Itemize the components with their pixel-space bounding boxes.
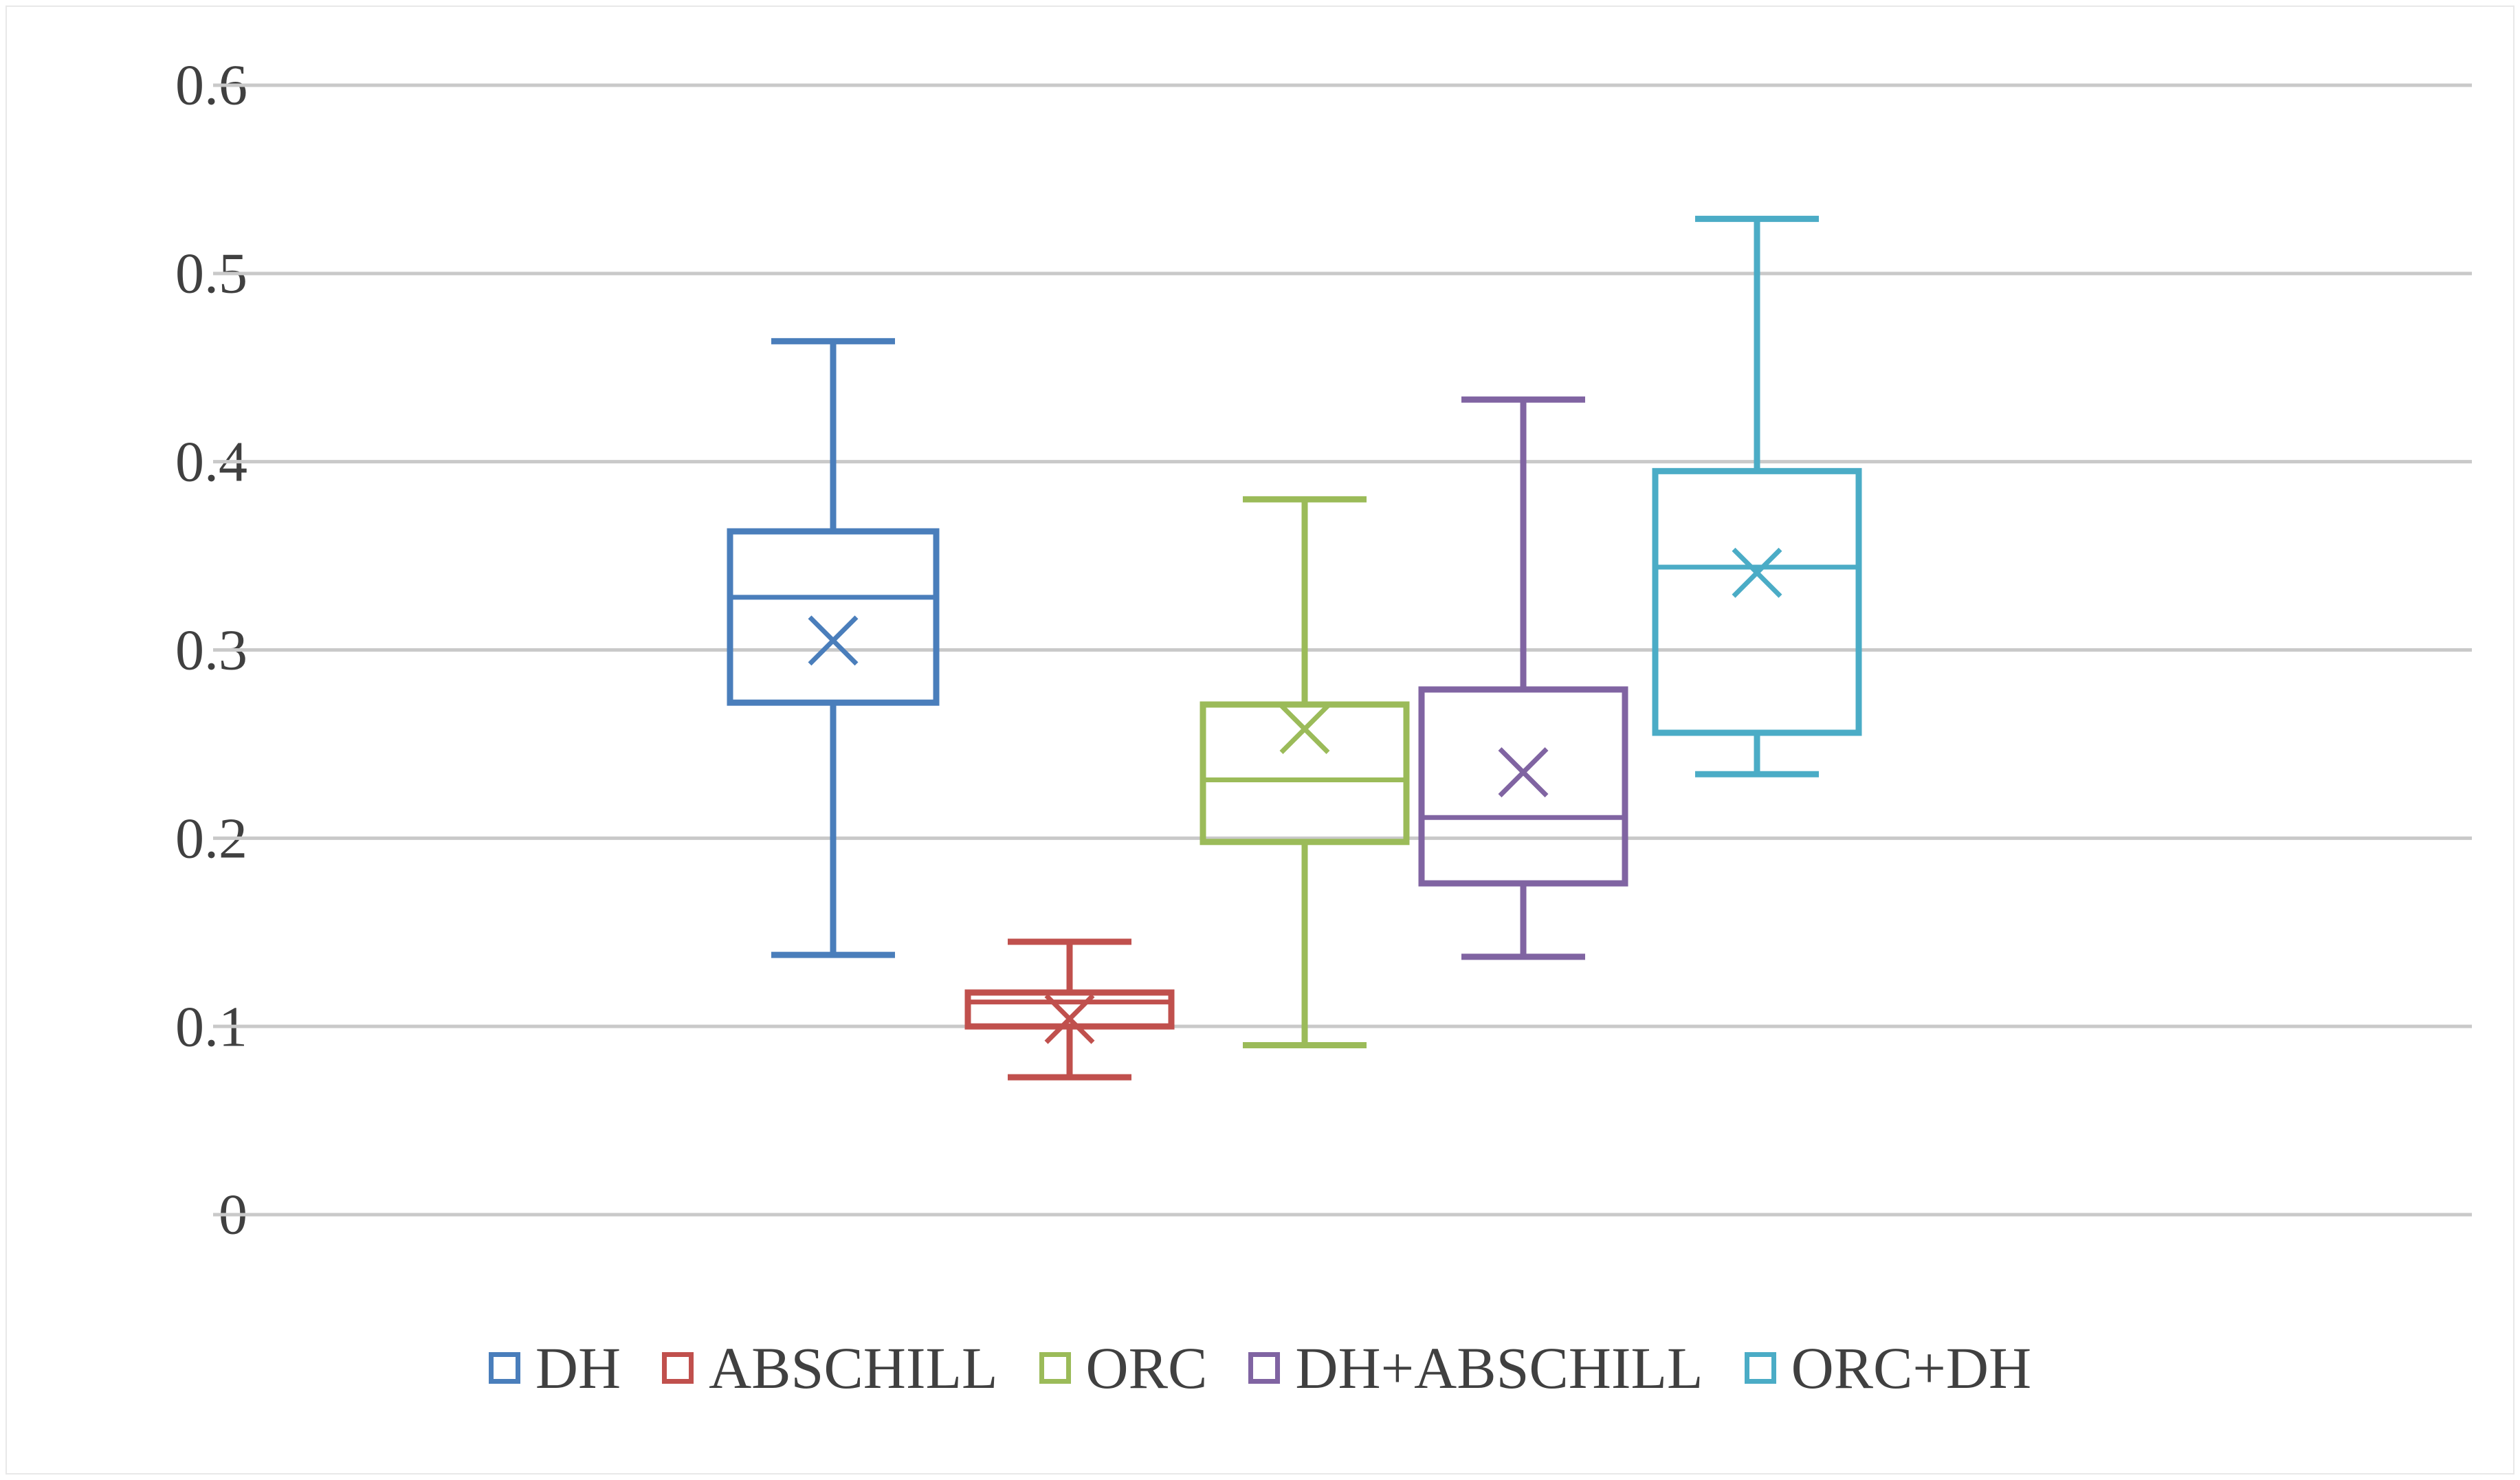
legend-label-orc: ORC [1085, 1335, 1208, 1401]
box-plot-orc[interactable] [1200, 496, 1410, 1049]
box-plot-series [727, 215, 1862, 1081]
legend-label-orc-dh: ORC+DH [1791, 1335, 2032, 1401]
legend-swatch-dh [488, 1352, 520, 1384]
legend-swatch-abschill [662, 1352, 694, 1384]
legend-item-abschill[interactable]: ABSCHILL [662, 1334, 998, 1402]
legend-item-dh-abschill[interactable]: DH+ABSCHILL [1248, 1334, 1703, 1402]
box-iqr [727, 528, 940, 706]
chart-frame [5, 5, 2515, 1475]
legend-label-dh: DH [535, 1335, 621, 1401]
mean-marker-x [1279, 704, 1330, 754]
legend-swatch-orc [1039, 1352, 1071, 1384]
box-plot-dh-abschill[interactable] [1418, 396, 1628, 960]
legend-item-orc-dh[interactable]: ORC+DH [1744, 1334, 2032, 1402]
chart-legend: DH ABSCHILL ORC DH+ABSCHILL ORC+DH [0, 1334, 2520, 1402]
mean-marker-x [1732, 547, 1782, 598]
box-iqr [1418, 686, 1628, 887]
legend-label-dh-abschill: DH+ABSCHILL [1295, 1335, 1703, 1401]
legend-swatch-dh-abschill [1248, 1352, 1281, 1384]
legend-swatch-orc-dh [1744, 1352, 1776, 1384]
box-plot-abschill[interactable] [964, 938, 1175, 1081]
box-plot-dh[interactable] [727, 338, 940, 958]
box-plot-orc-dh[interactable] [1652, 215, 1862, 777]
box-iqr [964, 989, 1175, 1030]
legend-label-abschill: ABSCHILL [709, 1335, 998, 1401]
gridlines [213, 83, 2472, 1217]
box-iqr [1652, 467, 1862, 736]
legend-item-orc[interactable]: ORC [1039, 1334, 1208, 1402]
mean-marker-x [1044, 993, 1095, 1044]
legend-item-dh[interactable]: DH [488, 1334, 621, 1402]
box-iqr [1200, 701, 1410, 846]
mean-marker-x [1498, 747, 1549, 797]
mean-marker-x [808, 615, 859, 666]
